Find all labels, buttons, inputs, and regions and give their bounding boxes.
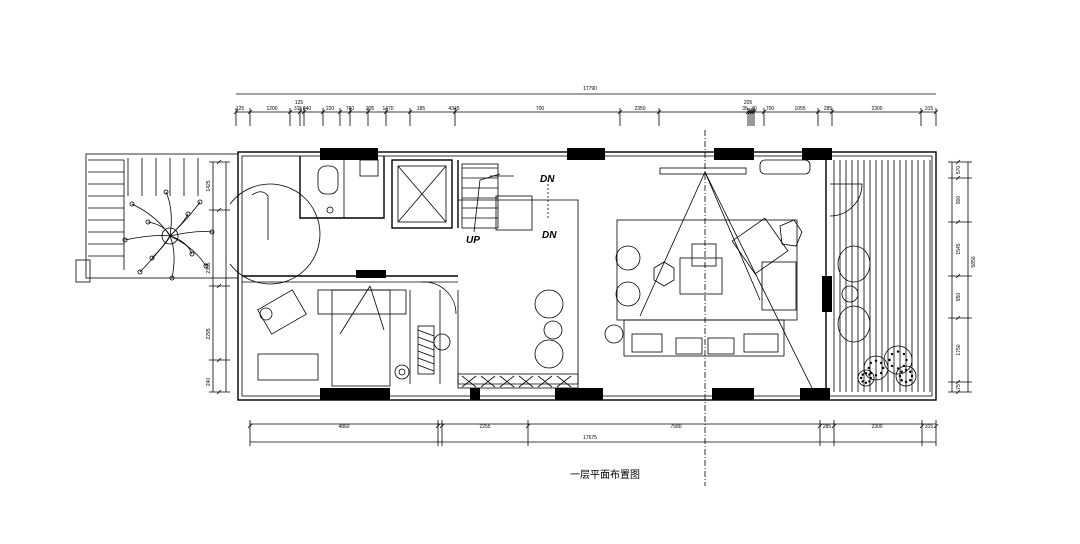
top-dim-label: 185 [417,106,426,112]
right-dim-label: 1545 [956,243,962,254]
stair-dn-bottom-label: DN [542,230,557,241]
bedroom [257,281,457,387]
right-dim-label: 950 [956,293,962,302]
left-dim-label: 2295 [206,328,212,339]
left-dimension-chain: 1425 2335 2295 240 [206,159,230,395]
right-dim-label: 75 [956,384,962,390]
right-dim-label: 570 [956,166,962,175]
top-dim-label: 1470 [382,106,393,112]
bottom-dim-label: 315 [925,424,934,430]
tree-symbol [122,189,215,281]
top-dim-label: 205 [744,100,753,106]
top-dim-label: 840 [303,106,312,112]
top-dim-label: 700 [536,106,545,112]
interior-stair: UP DN DN [461,163,557,246]
left-dim-label: 1425 [206,180,212,191]
top-dim-label: 125 [295,100,304,106]
bottom-dim-label: 7580 [670,424,681,430]
left-dim-label: 2335 [206,262,212,273]
bottom-dim-label: 2300 [871,424,882,430]
top-total-dim: 17790 [583,86,597,92]
stair-dn-top-label: DN [540,174,555,185]
right-total-dim: 5850 [971,256,977,267]
top-dim-label: 30 [751,106,757,112]
bathroom-fixtures [251,159,379,240]
right-dim-label: 900 [956,196,962,205]
bottom-dim-label: 4860 [338,424,349,430]
top-dim-label: 2300 [871,106,882,112]
exterior-walls [237,148,937,401]
terrace [829,160,931,392]
top-dim-label: 35 [742,106,748,112]
top-dim-label: 285 [824,106,833,112]
bottom-dimension-chain: 17675 4860 2255 7580 285 2300 315 [247,420,939,446]
top-dim-label: 2350 [634,106,645,112]
left-dim-label: 240 [206,378,212,387]
storage-units [417,325,579,389]
top-dim-label: 125 [236,106,245,112]
top-dim-label: 315 [925,106,934,112]
living-room [604,159,813,389]
bottom-dim-label: 285 [823,424,832,430]
dining-area [433,289,564,369]
bottom-dim-label: 2255 [479,424,490,430]
right-dimension-chain: 5850 570 900 1545 950 1750 75 [948,159,977,395]
right-dim-label: 1750 [956,344,962,355]
drawing-title: 一层平面布置图 [570,469,640,481]
top-dim-label: 220 [326,106,335,112]
top-dim-label: 4345 [448,106,459,112]
top-dim-label: 1055 [794,106,805,112]
top-dim-label: 700 [766,106,775,112]
interior-walls [242,156,579,385]
top-dim-label: 205 [366,106,375,112]
top-dim-label: 1200 [266,106,277,112]
exterior-stair [75,153,321,285]
top-dim-label: 315 [294,106,303,112]
stair-up-label: UP [466,235,480,246]
bottom-total-dim: 17675 [583,435,597,441]
top-dim-label: 760 [346,106,355,112]
